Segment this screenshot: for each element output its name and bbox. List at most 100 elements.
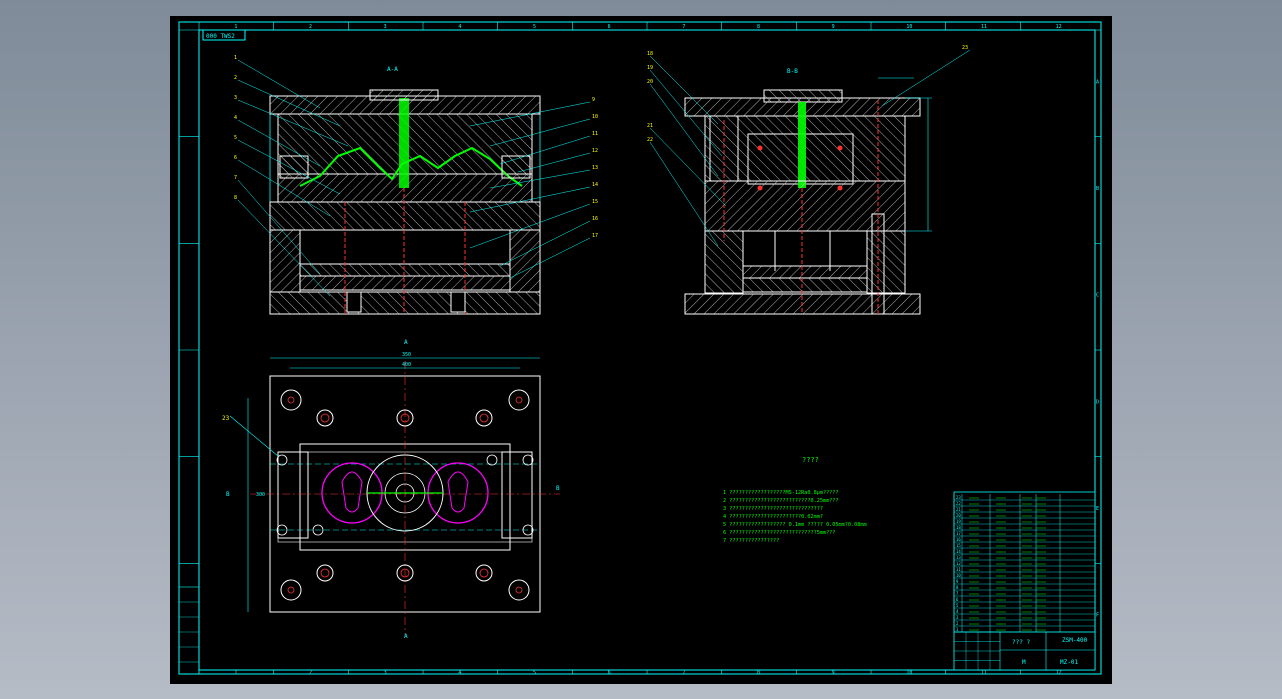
zone-label-bottom: 4 [458,670,461,676]
screw-hole [276,524,288,536]
zone-label-bottom: 3 [384,670,387,676]
zone-label-top: 11 [981,24,987,30]
zone-label-top: 10 [906,24,912,30]
cavity-part-right [447,471,469,513]
guide-pin-center [515,396,523,404]
callout-leader [469,186,591,213]
callout-number: 19 [647,65,653,71]
bolt-center [479,413,489,423]
cooling-channel [837,145,843,151]
callout-leader [237,79,341,127]
bom-item-number: 5 [956,603,959,608]
support-plate [269,201,541,231]
bolt-hole [316,564,334,582]
ejector-plate [299,275,511,291]
stop-pin [450,291,466,313]
bolt-center [320,568,330,578]
callout-number: 16 [592,216,598,222]
bom-item-number: 17 [956,531,961,536]
callout-leader [237,139,341,195]
bom-item-number: 2 [956,621,959,626]
side-view-label: B-B [787,68,798,75]
callout-leader [489,169,591,189]
outer-frame [178,21,1102,675]
part-profile [299,146,523,187]
side-spacer-right [866,230,906,294]
plan-bolt-holes [276,389,534,601]
drawing-code: MZ-01 [1060,659,1078,666]
side-sprue [798,102,806,188]
bom-item-number: 16 [956,537,961,542]
callout-number: 14 [592,182,598,188]
callout-number: 10 [592,114,598,120]
plan-callout: 23 [222,415,230,422]
bom-item-number: 1 [956,627,959,632]
note-line: 3 ?????????????????????????????? [723,506,823,512]
guide-pin-hole [508,389,530,411]
callout-number: 23 [962,45,968,51]
note-line: 6 ????????????????????????????5mm??? [723,530,835,536]
callout-number: 8 [234,195,237,201]
section-marker-top: A [404,339,408,346]
section-marker-right: B [556,485,560,492]
dim-outer: 350 [402,352,411,358]
note-line: 7 ???????????????? [723,538,779,544]
bom-item-number: 7 [956,591,959,596]
slider-right [501,155,531,179]
callout-number: 13 [592,165,598,171]
callout-number: 21 [647,123,653,129]
bom-item-number: 6 [956,597,959,602]
section-marker-left: B [226,491,230,498]
plan-slider-left [277,451,309,539]
callout-leader [649,127,727,207]
zone-label-top: 4 [458,24,461,30]
section-marker-bottom: A [404,633,408,640]
sheet-tag: 000 TWS2 [206,33,235,40]
bom-item-number: 4 [956,609,959,614]
screw-hole [276,454,288,466]
sheet-number: M [1022,659,1026,666]
callout-number: 7 [234,175,237,181]
callout-leader [649,83,719,177]
guide-pin-hole [508,579,530,601]
callout-number: 17 [592,233,598,239]
bolt-center [400,413,410,423]
callout-leader [469,101,591,127]
screw-hole [522,454,534,466]
stop-pin [346,291,362,313]
callout-leader [237,179,321,275]
callout-leader [237,119,321,167]
callout-number: 12 [592,148,598,154]
front-view: A-A [234,55,598,315]
bom-item-number: 12 [956,561,961,566]
bom-item-number: 3 [956,615,959,620]
sprue [399,98,409,188]
bolt-hole [475,409,493,427]
zone-label-bottom: 1 [234,670,237,676]
side-height-dimension [878,77,932,232]
signature-grid [954,631,1000,671]
side-view: B-B [647,45,971,315]
title-block-frame [953,491,1096,671]
cavity-part-left [341,471,363,513]
side-ejector-retainer [742,265,868,279]
callout-leader [649,141,719,247]
callout-number: 9 [592,97,595,103]
guide-pin-center [287,586,295,594]
callout-leader [649,69,723,157]
spacer-block-right [509,229,541,293]
notes-title: ???? [802,456,819,464]
callout-leader [237,59,321,109]
locating-ring [369,89,439,101]
callout-leader [237,99,349,147]
ejector-retainer-plate [299,263,511,277]
drawing-number: ZSM-400 [1062,637,1088,644]
plan-slider-right [501,451,533,539]
note-line: 2 ??????????????????????????0.25mm??? [723,498,839,504]
zone-letter: C [1096,293,1099,299]
guide-pin-hole [280,579,302,601]
